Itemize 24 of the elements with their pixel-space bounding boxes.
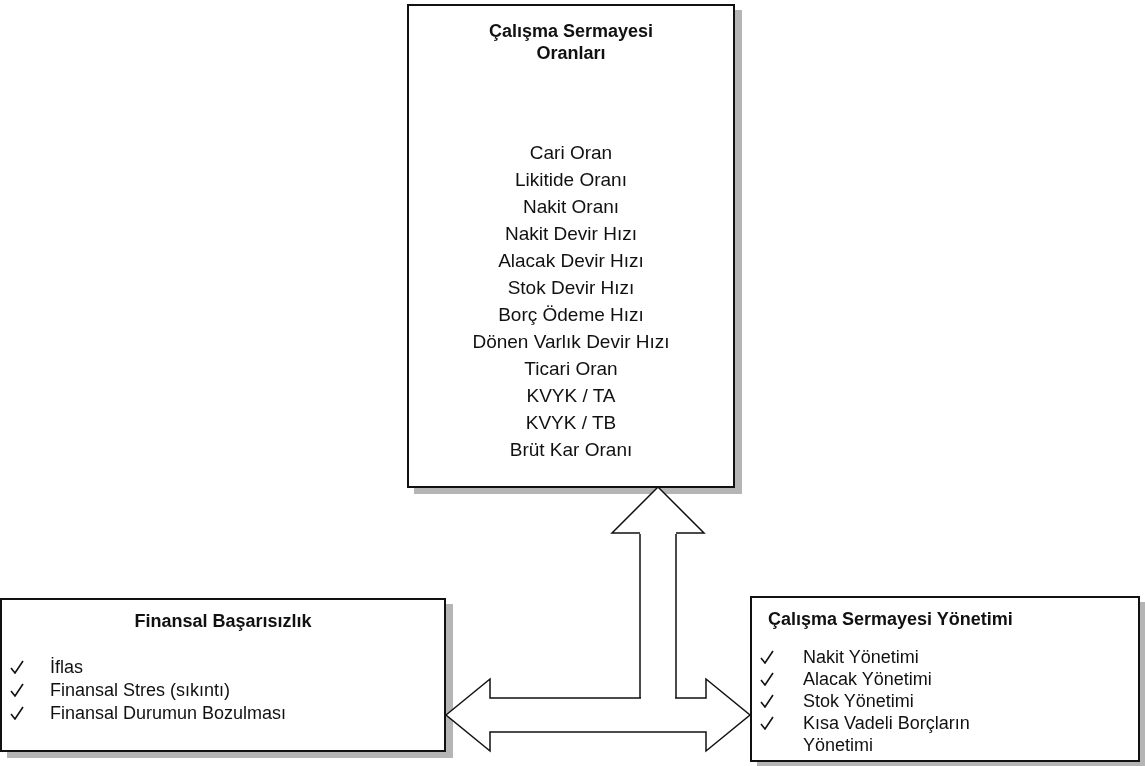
ratio-item: Nakit Devir Hızı bbox=[504, 223, 638, 245]
ratio-item: Nakit Oranı bbox=[521, 196, 621, 218]
ratio-item: Ticari Oran bbox=[523, 358, 619, 380]
ratio-item: Stok Devir Hızı bbox=[506, 277, 636, 299]
list-item: Stok Yönetimi bbox=[803, 690, 915, 712]
list-item: Alacak Yönetimi bbox=[803, 668, 933, 690]
ratio-item: Dönen Varlık Devir Hızı bbox=[471, 331, 671, 353]
block-arrow bbox=[611, 486, 705, 699]
box-heading: Finansal Başarısızlık bbox=[133, 610, 313, 632]
ratio-item: Borç Ödeme Hızı bbox=[497, 304, 645, 326]
list-item: Finansal Durumun Bozulması bbox=[50, 702, 287, 724]
ratio-item: KVYK / TB bbox=[524, 412, 618, 434]
list-item: Kısa Vadeli Borçların Yönetimi bbox=[803, 712, 971, 756]
list-item: Nakit Yönetimi bbox=[803, 646, 920, 668]
list-item: İflas bbox=[50, 656, 83, 678]
ratio-item: Likitide Oranı bbox=[514, 169, 628, 191]
ratio-item: Brüt Kar Oranı bbox=[508, 439, 634, 461]
ratio-item: Cari Oran bbox=[528, 142, 614, 164]
ratio-item: KVYK / TA bbox=[525, 385, 617, 407]
ratio-item: Alacak Devir Hızı bbox=[497, 250, 645, 272]
list-item: Finansal Stres (sıkıntı) bbox=[50, 679, 231, 701]
box-heading: Çalışma Sermayesi Oranları bbox=[487, 20, 655, 64]
double-block-arrow bbox=[444, 677, 752, 753]
box-heading: Çalışma Sermayesi Yönetimi bbox=[768, 608, 1013, 630]
